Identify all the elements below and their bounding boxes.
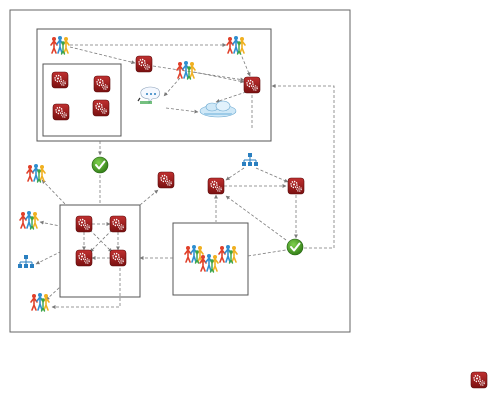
people-group-icon [50,35,70,55]
people-group-icon [218,244,238,264]
gear-process-icon [287,177,305,195]
gear-process-icon [93,75,111,93]
gear-process-icon [52,103,70,121]
gear-process-icon [135,55,153,73]
gear-process-icon [75,249,93,267]
people-group-icon [176,60,196,80]
connector [239,51,251,77]
gear-process-icon [109,249,127,267]
people-group-icon [226,35,246,55]
connector [69,46,136,65]
connector [225,195,287,241]
cloud-icon [199,100,237,118]
network-icon [17,254,35,269]
dialog-bubble-icon [137,86,161,104]
people-group-icon [26,163,46,183]
connector [35,251,61,265]
mid-right-box [172,222,249,296]
connector [163,77,181,97]
gear-process-icon [109,215,127,233]
people-group-icon [184,244,204,264]
gear-process-icon [470,371,488,389]
connectors [35,43,335,309]
gear-process-icon [75,215,93,233]
connector [41,179,67,206]
connector [247,249,287,257]
outer-frame [9,9,351,333]
check-circle-icon [286,238,304,256]
network-icon [241,152,259,167]
top-container [36,28,272,142]
connector [271,84,335,249]
connector [51,268,121,309]
people-group-icon [30,292,50,312]
check-circle-icon [91,156,109,174]
gear-process-icon [157,171,175,189]
connector [89,229,113,253]
connector [165,107,199,114]
connector [255,167,289,183]
connector [39,220,61,227]
gear-process-icon [51,71,69,89]
mid-left-box [59,204,141,298]
gear-grid-box [42,63,122,137]
people-group-icon [19,210,39,230]
gear-process-icon [92,99,110,117]
connector [152,65,245,82]
gear-process-icon [207,177,225,195]
connector [225,167,245,181]
people-group-icon [199,253,219,273]
connector [193,71,245,84]
gear-process-icon [243,76,261,94]
connector [215,91,247,103]
connector [139,189,159,206]
connector [45,286,61,301]
